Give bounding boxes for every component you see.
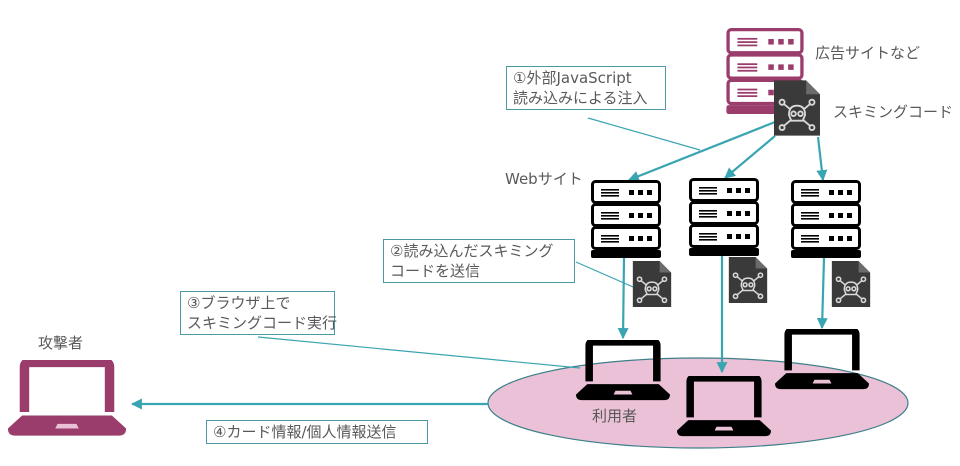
website-label: Webサイト [505,170,583,188]
callout-step1-line2: 読み込みによる注入 [513,89,648,107]
deliver-arrow-3 [816,257,828,330]
user-laptop-icon-3 [775,331,869,389]
inject-arrow-1 [627,118,781,182]
attacker-laptop-icon [8,362,126,435]
callout-step1: ①外部JavaScript 読み込みによる注入 [506,66,666,110]
callout-step3-line1: ③ブラウザ上で [187,294,291,312]
web-server-icon-1 [590,180,662,258]
callout1-leader [587,117,701,151]
skull-document-icon-1 [632,261,672,307]
users-label: 利用者 [592,407,638,425]
attacker-label: 攻撃者 [38,334,84,352]
skull-document-icon-3 [831,261,871,307]
web-server-icon-3 [790,180,862,258]
callout-step4-line1: ④カード情報/個人情報送信 [213,423,397,441]
callout-step2: ②読み込んだスキミング コードを送信 [383,239,575,283]
skull-document-icon-2 [728,257,768,303]
skull-document-icon-source [774,80,820,136]
callout3-leader [257,336,581,369]
web-server-icon-2 [688,178,760,256]
inject-arrow-3 [816,136,828,182]
callout-step3: ③ブラウザ上で スキミングコード実行 [180,291,338,335]
deliver-arrow-1 [617,257,629,340]
ad-site-label: 広告サイトなど [815,44,921,62]
callout2-leader [575,261,641,291]
callout-step4: ④カード情報/個人情報送信 [206,420,428,444]
callout-step2-line2: コードを送信 [390,262,481,280]
callout-step3-line2: スキミングコード実行 [187,314,338,332]
callout-step2-line1: ②読み込んだスキミング [390,242,554,260]
skimming-code-label: スキミングコード [833,103,954,121]
inject-arrow-2 [724,135,776,179]
callout-step1-line1: ①外部JavaScript [513,69,632,87]
